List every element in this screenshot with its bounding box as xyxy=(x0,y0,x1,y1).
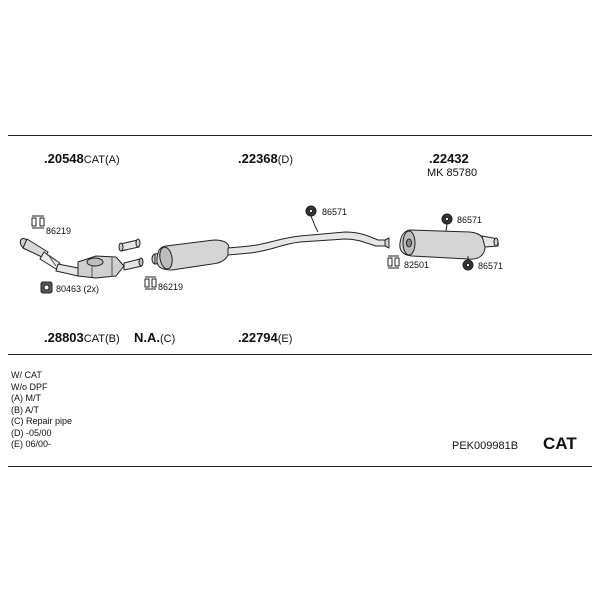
legend-item: (A) M/T xyxy=(11,393,41,403)
part-number: N.A. xyxy=(134,330,160,345)
legend-item: (E) 06/00- xyxy=(11,439,52,449)
fitting-86219-mid[interactable]: 86219 xyxy=(158,282,184,292)
part-number: .22368 xyxy=(238,151,278,166)
legend-item: (D) -05/00 xyxy=(11,427,52,438)
part-number: .28803 xyxy=(44,330,84,345)
clamp-icon[interactable] xyxy=(144,276,157,290)
legend-item: (C) Repair pipe xyxy=(11,416,73,426)
rubber-mount-icon[interactable] xyxy=(462,256,474,271)
part-suffix: CAT(A) xyxy=(83,154,120,166)
legend-item: (B) A/T xyxy=(11,404,40,415)
rubber-mount-icon[interactable] xyxy=(441,213,453,232)
legend-divider xyxy=(8,354,592,355)
fitting-86571-mid[interactable]: 86571 xyxy=(322,207,348,217)
part-suffix: (C) xyxy=(160,333,176,345)
rubber-mount-icon[interactable] xyxy=(305,205,319,233)
part-number: .22794 xyxy=(238,330,278,345)
rear-silencer[interactable] xyxy=(399,229,499,260)
repair-pipe[interactable] xyxy=(118,238,141,252)
fitting-86571-rear-top[interactable]: 86571 xyxy=(457,215,483,225)
part-28803[interactable]: .28803CAT(B) xyxy=(44,331,120,345)
mounting-kit-label: MK 85780 xyxy=(427,167,478,179)
front-pipe-catalyst[interactable] xyxy=(18,237,144,279)
legend: W/ CAT W/o DPF (A) M/T (B) A/T (C) Repai… xyxy=(11,370,72,451)
part-20548[interactable]: .20548CAT(A) xyxy=(44,152,120,166)
part-number: .20548 xyxy=(44,151,84,166)
legend-item: W/o DPF xyxy=(11,381,48,392)
part-22794[interactable]: .22794(E) xyxy=(238,331,292,345)
fitting-82501[interactable]: 82501 xyxy=(404,260,430,270)
clamp-icon[interactable] xyxy=(387,255,400,269)
fitting-86219-front[interactable]: 86219 xyxy=(46,226,72,236)
diagram-frame xyxy=(8,135,592,467)
part-suffix: (D) xyxy=(277,154,294,166)
kit-type: CAT xyxy=(543,434,577,453)
part-suffix: CAT(B) xyxy=(83,333,120,345)
middle-silencer[interactable] xyxy=(151,231,390,271)
part-na-repair-pipe[interactable]: N.A.(C) xyxy=(134,331,175,345)
part-22368[interactable]: .22368(D) xyxy=(238,152,293,166)
part-suffix: (E) xyxy=(277,333,293,345)
fitting-86571-rear-bottom[interactable]: 86571 xyxy=(478,261,504,271)
gasket-icon[interactable] xyxy=(40,281,53,294)
part-22432[interactable]: .22432 xyxy=(429,152,469,165)
legend-item: W/ CAT xyxy=(11,370,42,380)
clamp-icon[interactable] xyxy=(31,215,45,229)
fitting-80463[interactable]: 80463 (2x) xyxy=(56,284,100,294)
part-number: .22432 xyxy=(429,151,469,166)
kit-code: PEK009981B xyxy=(452,440,519,452)
